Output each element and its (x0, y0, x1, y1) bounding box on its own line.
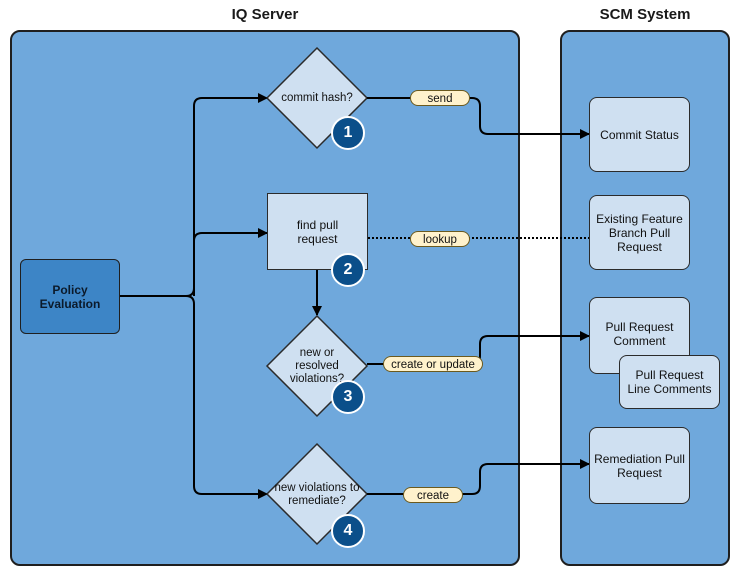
step-1-badge: 1 (331, 116, 365, 150)
policy-evaluation-node: Policy Evaluation (20, 259, 120, 334)
step-4-badge: 4 (331, 514, 365, 548)
iq-server-title: IQ Server (231, 6, 299, 23)
commit-hash-label: commit hash? (281, 91, 353, 104)
scm-system-title: SCM System (599, 6, 691, 23)
remediation-pull-request-node: Remediation Pull Request (589, 427, 690, 504)
create-pill: create (403, 487, 463, 503)
step-3-badge: 3 (331, 380, 365, 414)
policy-branch-lines (120, 93, 268, 499)
lookup-pill: lookup (410, 231, 470, 247)
send-pill: send (410, 90, 470, 106)
existing-feature-branch-pr-node: Existing Feature Branch Pull Request (589, 195, 690, 270)
create-connector (367, 459, 590, 495)
violations-label: new or resolved violations? (289, 346, 345, 385)
pull-request-line-comments-node: Pull Request Line Comments (619, 355, 720, 409)
step-2-badge: 2 (331, 253, 365, 287)
send-connector (367, 97, 590, 139)
commit-status-node: Commit Status (589, 97, 690, 172)
create-or-update-pill: create or update (383, 356, 483, 372)
remediate-label: new violations to remediate? (274, 482, 360, 507)
